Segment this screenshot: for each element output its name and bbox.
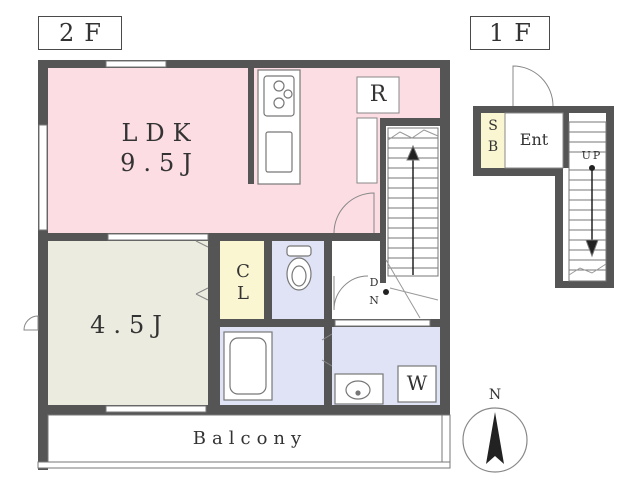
toilet (286, 245, 312, 291)
ldk-size: 9.5J (120, 149, 200, 177)
upper-stairs (385, 127, 439, 319)
down-marker (383, 289, 389, 295)
down-label-bottom: N (369, 294, 379, 307)
counter-back-panel (356, 117, 378, 184)
western-room-floor (48, 241, 208, 405)
lower-floor-label: 1F (470, 16, 550, 50)
down-label-top: D (369, 276, 379, 289)
shoe-box-floor (481, 113, 505, 168)
bathtub (223, 331, 273, 401)
refrigerator-label: R (369, 82, 387, 107)
balcony-label: Balcony (192, 428, 308, 449)
entrance-door-swing (512, 65, 554, 107)
up-label: UP (581, 149, 603, 162)
doors (23, 192, 375, 367)
upper-floor-walls (38, 60, 450, 470)
closet-label-bottom: L (237, 283, 249, 304)
balcony (37, 414, 451, 469)
lower-floor-walls (473, 106, 614, 288)
compass-north-label: N (488, 387, 502, 403)
kitchen-counter (257, 69, 301, 185)
entrance-label: Ent (519, 130, 549, 149)
shoe-box-label-bottom: B (487, 139, 499, 155)
entrance-floor (504, 112, 564, 169)
windows (38, 60, 431, 413)
up-marker (589, 165, 595, 171)
lower-stairs (568, 121, 607, 282)
closet-label-top: C (236, 261, 250, 282)
washer-label: W (406, 371, 428, 395)
western-room-size: 4.5J (90, 311, 170, 339)
hall-floor (332, 241, 382, 319)
shoe-box-label-top: S (488, 118, 498, 134)
upper-floor-label: 2F (38, 16, 122, 50)
compass (462, 407, 528, 473)
wash-sink (334, 373, 384, 405)
washer-space (397, 365, 437, 403)
ldk-name: LDK (121, 119, 199, 147)
refrigerator-box (356, 76, 400, 114)
closet-floor (220, 241, 265, 319)
